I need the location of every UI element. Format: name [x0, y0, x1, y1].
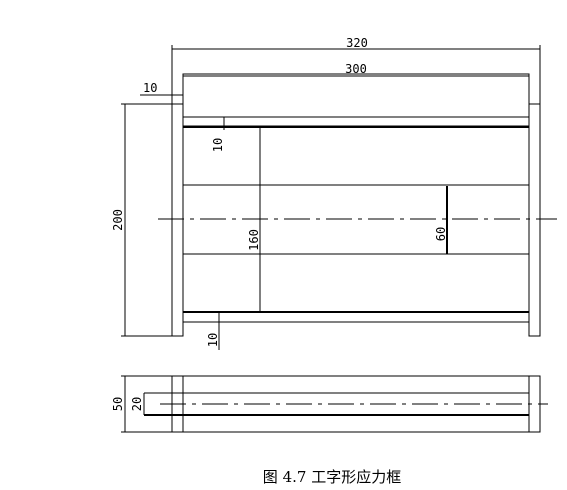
dim-top-gap: 10 [211, 138, 225, 152]
top-inner-strip [182, 116, 530, 127]
dim-side-inner: 20 [130, 397, 144, 411]
dim-inner-height: 160 [247, 229, 261, 251]
top-plate [182, 73, 530, 118]
dim-inner-width: 300 [345, 62, 367, 76]
dim-web-height: 60 [434, 227, 448, 241]
left-column [171, 103, 184, 337]
dim-side-offset: 10 [143, 81, 157, 95]
upper-block [182, 126, 530, 186]
right-column [528, 103, 541, 337]
dim-height-overall: 200 [111, 209, 125, 231]
dim-side-height: 50 [111, 397, 125, 411]
lower-block [182, 253, 530, 313]
dim-bottom-gap: 10 [206, 333, 220, 347]
figure-caption: 图 4.7 工字形应力框 [263, 468, 401, 486]
dim-overall-width: 320 [346, 36, 368, 50]
front-view: 320 300 10 200 10 160 60 10 [111, 36, 557, 350]
side-view: 50 20 [111, 375, 548, 433]
bottom-inner-strip [182, 311, 530, 323]
